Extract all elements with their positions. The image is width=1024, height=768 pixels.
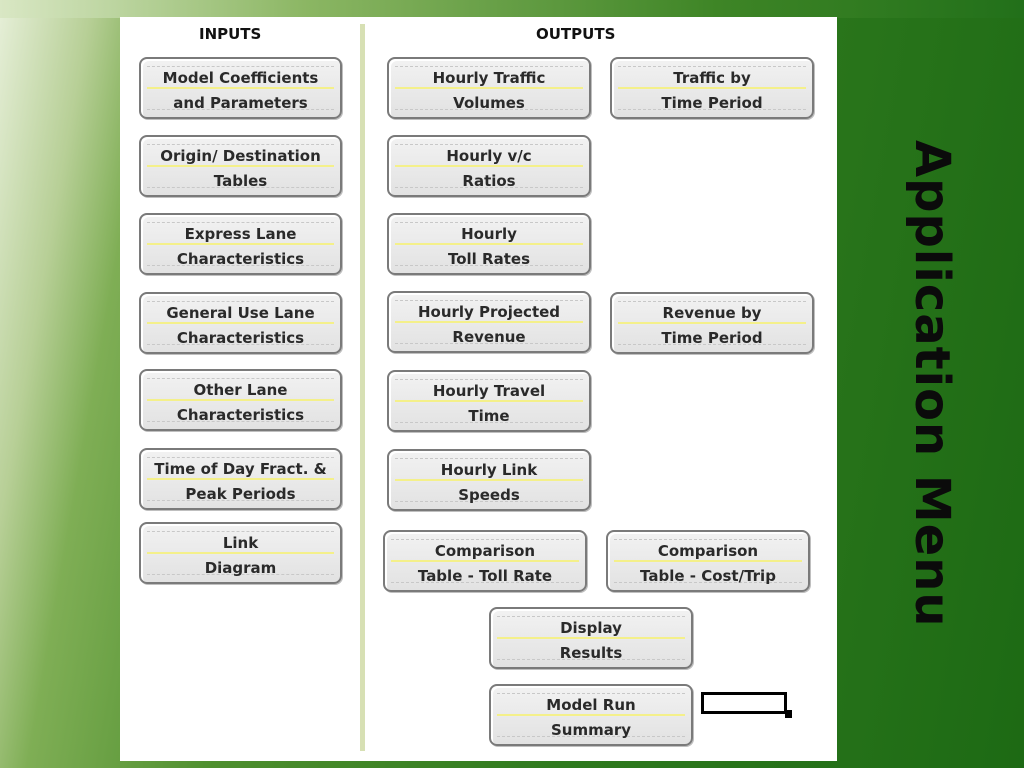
button-label-line2: Characteristics [176, 329, 305, 347]
hourly-vc-ratios-button[interactable]: Hourly v/c Ratios [387, 135, 591, 197]
button-label-line1: Time of Day Fract. & [154, 460, 327, 478]
button-label-line2: Revenue [452, 328, 526, 346]
button-label-line2: Tables [213, 172, 268, 190]
button-label-line2: Characteristics [176, 250, 305, 268]
button-label-line1: Origin/ Destination [160, 147, 321, 165]
button-label-line1: Traffic by [673, 69, 751, 87]
button-label-line2: Time Period [661, 94, 763, 112]
hourly-projected-revenue-button[interactable]: Hourly Projected Revenue [387, 291, 591, 353]
button-label-line2: Time Period [661, 329, 763, 347]
selection-marker-dot [785, 710, 792, 718]
traffic-by-time-period-button[interactable]: Traffic by Time Period [610, 57, 814, 119]
button-label-line1: Express Lane [184, 225, 297, 243]
model-coefficients-button[interactable]: Model Coefficients and Parameters [139, 57, 342, 119]
outputs-heading: OUTPUTS [536, 25, 616, 43]
button-label-line1: Hourly v/c [446, 147, 532, 165]
button-label-line1: Hourly Travel [432, 382, 546, 400]
button-label-line2: Volumes [453, 94, 525, 112]
selection-marker-box [701, 692, 787, 714]
button-label-line1: General Use Lane [166, 304, 315, 322]
button-label-line2: Table - Cost/Trip [640, 567, 776, 585]
button-label-line2: Toll Rates [448, 250, 530, 268]
button-label-line1: Model Run [546, 696, 636, 714]
button-label-line2: Ratios [462, 172, 516, 190]
comparison-table-toll-rate-button[interactable]: Comparison Table - Toll Rate [383, 530, 587, 592]
hourly-traffic-volumes-button[interactable]: Hourly Traffic Volumes [387, 57, 591, 119]
inputs-outputs-divider [360, 24, 365, 751]
button-label-line2: Speeds [458, 486, 520, 504]
time-of-day-fraction-button[interactable]: Time of Day Fract. & Peak Periods [139, 448, 342, 510]
button-label-line2: Table - Toll Rate [417, 567, 553, 585]
button-label-line2: Diagram [204, 559, 277, 577]
button-label-line1: Model Coefficients [162, 69, 319, 87]
inputs-heading: INPUTS [199, 25, 262, 43]
hourly-toll-rates-button[interactable]: Hourly Toll Rates [387, 213, 591, 275]
button-label-line2: Peak Periods [185, 485, 296, 503]
display-results-button[interactable]: Display Results [489, 607, 693, 669]
button-label-line2: Results [559, 644, 623, 662]
general-use-lane-characteristics-button[interactable]: General Use Lane Characteristics [139, 292, 342, 354]
comparison-table-cost-trip-button[interactable]: Comparison Table - Cost/Trip [606, 530, 810, 592]
link-diagram-button[interactable]: Link Diagram [139, 522, 342, 584]
button-label-line2: Time [468, 407, 510, 425]
other-lane-characteristics-button[interactable]: Other Lane Characteristics [139, 369, 342, 431]
button-label-line1: Revenue by [662, 304, 762, 322]
express-lane-characteristics-button[interactable]: Express Lane Characteristics [139, 213, 342, 275]
hourly-link-speeds-button[interactable]: Hourly Link Speeds [387, 449, 591, 511]
origin-destination-tables-button[interactable]: Origin/ Destination Tables [139, 135, 342, 197]
button-label-line1: Comparison [657, 542, 759, 560]
button-label-line1: Other Lane [193, 381, 288, 399]
top-gradient-bar [0, 0, 1024, 18]
slide-title: Application Menu [904, 140, 960, 628]
button-label-line1: Hourly Link [440, 461, 538, 479]
button-label-line1: Hourly Traffic [432, 69, 546, 87]
button-label-line1: Comparison [434, 542, 536, 560]
revenue-by-time-period-button[interactable]: Revenue by Time Period [610, 292, 814, 354]
button-label-line2: Summary [550, 721, 632, 739]
button-label-line1: Hourly [461, 225, 517, 243]
button-label-line1: Display [560, 619, 622, 637]
button-label-line1: Hourly Projected [417, 303, 561, 321]
hourly-travel-time-button[interactable]: Hourly Travel Time [387, 370, 591, 432]
button-label-line2: and Parameters [173, 94, 308, 112]
button-label-line2: Characteristics [176, 406, 305, 424]
model-run-summary-button[interactable]: Model Run Summary [489, 684, 693, 746]
button-label-line1: Link [222, 534, 259, 552]
